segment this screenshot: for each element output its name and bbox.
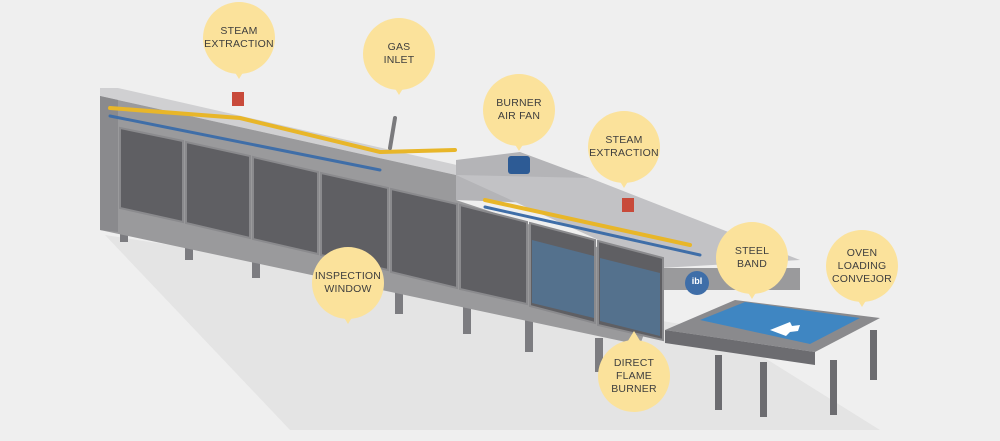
logo-badge [685,271,709,295]
steam-extractor-right [622,198,634,212]
steam-extractor-left [232,92,244,106]
direction-arrow-icon [770,322,800,336]
logo-text: ibl [691,276,703,286]
callout-oven-loading-conveyor: OVEN LOADING CONVEJOR [826,230,898,307]
callout-steel-band: STEEL BAND [716,222,788,299]
callout-steam-extraction-left: STEAM EXTRACTION [203,2,275,79]
steel-band [700,302,860,344]
callout-inspection-window: INSPECTION WINDOW [312,247,384,324]
air-fan [508,156,530,174]
callout-gas-inlet: GAS INLET [363,18,435,95]
gas-pipes [108,106,702,257]
callout-direct-flame-burner: DIRECT FLAME BURNER [598,331,670,412]
callout-burner-air-fan: BURNER AIR FAN [483,74,555,151]
loading-conveyor [665,300,880,417]
callout-steam-extraction-right: STEAM EXTRACTION [588,111,660,188]
